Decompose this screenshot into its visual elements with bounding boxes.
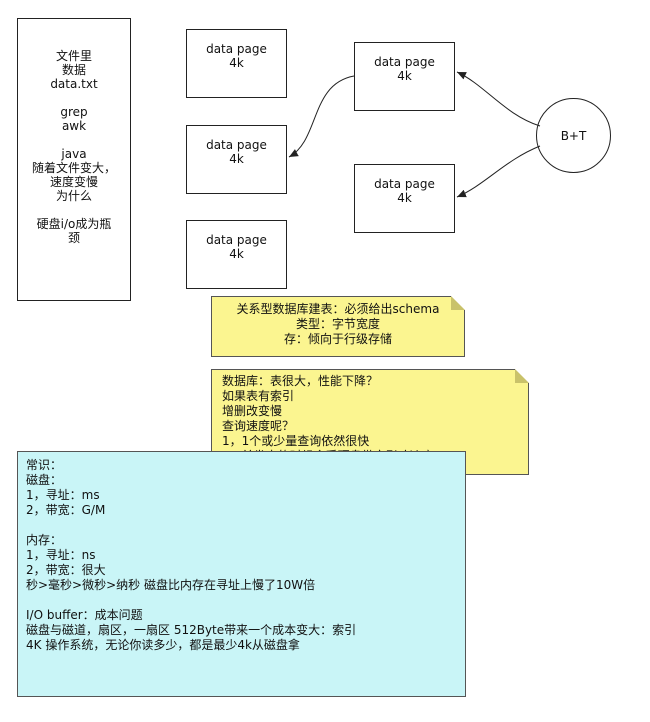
file-box-line: awk: [61, 119, 87, 133]
file-box-line: 随着文件变大，: [31, 161, 116, 175]
knowledge-line: 磁盘：: [26, 473, 63, 487]
question-note-line: 增删改变慢: [222, 404, 283, 418]
data-page-right-1: data page 4k: [354, 42, 455, 111]
knowledge-line: 4K 操作系统，无论你读多少，都是最少4k从磁盘拿: [26, 638, 300, 652]
data-page-left-1: data page 4k: [186, 29, 287, 98]
schema-note: 关系型数据库建表：必须给出schema 类型：字节宽度 存：倾向于行级存储: [211, 296, 465, 357]
file-box-line: grep: [60, 105, 88, 119]
data-page-size: 4k: [229, 247, 244, 261]
data-page-title: data page: [206, 233, 267, 247]
knowledge-line: 秒>毫秒>微秒>纳秒 磁盘比内存在寻址上慢了10W倍: [26, 578, 316, 592]
knowledge-line: 磁盘与磁道，扇区，一扇区 512Byte带来一个成本变大：索引: [26, 623, 357, 637]
schema-note-line: 关系型数据库建表：必须给出schema: [236, 302, 440, 316]
file-data-box: 文件里 数据 data.txt grep awk java 随着文件变大， 速度…: [17, 18, 131, 301]
common-knowledge-note: 常识： 磁盘： 1，寻址：ms 2，带宽：G/M 内存： 1，寻址：ns 2，带…: [17, 451, 466, 697]
knowledge-line: 2，带宽：G/M: [26, 503, 106, 517]
data-page-title: data page: [374, 55, 435, 69]
question-note-line: 数据库：表很大，性能下降？: [222, 374, 379, 388]
data-page-size: 4k: [229, 56, 244, 70]
knowledge-line: 1，寻址：ms: [26, 488, 100, 502]
knowledge-line: I/O buffer：成本问题: [26, 608, 143, 622]
data-page-size: 4k: [229, 152, 244, 166]
knowledge-line: [26, 518, 457, 533]
file-box-line: 速度变慢: [49, 175, 98, 189]
data-page-size: 4k: [397, 69, 412, 83]
question-note-line: 查询速度呢？: [222, 419, 295, 433]
bplus-tree-node: B+T: [536, 98, 611, 173]
arrow-right-page-to-left-page: [288, 75, 355, 158]
bplus-tree-label: B+T: [560, 128, 587, 143]
arrow-btree-to-right-page-1: [456, 71, 541, 127]
knowledge-line: 2，带宽：很大: [26, 563, 106, 577]
file-box-line: 颈: [67, 231, 80, 245]
file-box-line: java: [61, 147, 87, 161]
knowledge-line: 常识：: [26, 458, 63, 472]
file-box-line: 文件里: [55, 49, 92, 63]
data-page-left-2: data page 4k: [186, 125, 287, 194]
file-box-line: data.txt: [50, 77, 98, 91]
question-note-line: 1，1个或少量查询依然很快: [222, 434, 370, 448]
arrow-btree-to-right-page-2: [456, 145, 541, 198]
data-page-left-3: data page 4k: [186, 220, 287, 289]
schema-note-line: 存：倾向于行级存储: [283, 332, 392, 346]
data-page-title: data page: [206, 138, 267, 152]
file-box-line: 数据: [61, 63, 86, 77]
data-page-title: data page: [206, 42, 267, 56]
file-box-line: 硬盘i/o成为瓶: [36, 217, 112, 231]
schema-note-line: 类型：字节宽度: [295, 317, 380, 331]
data-page-right-2: data page 4k: [354, 164, 455, 233]
data-page-size: 4k: [397, 191, 412, 205]
data-page-title: data page: [374, 177, 435, 191]
knowledge-line: [26, 593, 457, 608]
knowledge-line: 内存：: [26, 533, 63, 547]
file-box-line: 为什么: [55, 189, 92, 203]
question-note-line: 如果表有索引: [222, 389, 295, 403]
knowledge-line: 1，寻址：ns: [26, 548, 96, 562]
